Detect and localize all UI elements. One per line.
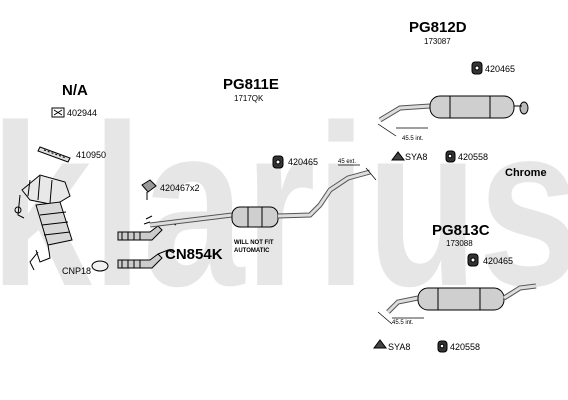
part-number: 420465 [483, 256, 514, 266]
part-number: 402944 [67, 108, 98, 118]
gasket-icon [51, 107, 65, 118]
rear-silencer-icon [386, 283, 537, 314]
gasket-strip-icon [37, 146, 71, 163]
bracket-icon [391, 151, 405, 161]
clamp-icon [467, 253, 479, 267]
fitment-note: AUTOMATIC [234, 248, 270, 254]
bracket-icon [373, 339, 387, 349]
manifold-catalyst-icon [14, 174, 73, 271]
finish-label: Chrome [505, 167, 547, 179]
gasket-ring-icon [91, 260, 109, 272]
part-code: 173088 [446, 239, 473, 248]
bolt-icon [141, 179, 157, 200]
clamp-icon [471, 61, 483, 75]
group-title: PG812D [409, 19, 467, 36]
pipe-dimension: 45.5 int. [392, 320, 414, 326]
part-number: 410950 [76, 150, 107, 160]
centre-silencer-icon [143, 169, 371, 228]
part-number: 420465 [288, 157, 319, 167]
part-number: SYA8 [388, 342, 411, 352]
part-number: CNP18 [62, 266, 92, 276]
hanger-icon [445, 150, 456, 163]
group-title: PG811E [223, 76, 279, 93]
part-number: 420558 [450, 342, 481, 352]
fitment-note: WILL NOT FIT [234, 240, 274, 246]
rear-silencer-icon [378, 95, 529, 123]
pipe-dimension: 45.5 int. [402, 136, 424, 142]
part-code: 1717QK [234, 94, 264, 103]
front-pipe-icon [117, 221, 177, 269]
part-number: 420558 [458, 152, 489, 162]
part-number: SYA8 [405, 152, 428, 162]
group-title: N/A [62, 82, 88, 99]
clamp-icon [272, 155, 284, 169]
part-number: 420467x2 [160, 183, 200, 193]
part-code: 173087 [424, 37, 451, 46]
group-title: PG813C [432, 222, 490, 239]
hanger-icon [437, 340, 448, 353]
group-title: CN854K [165, 246, 223, 263]
part-number: 420465 [485, 64, 516, 74]
pipe-dimension: 45 ext. [338, 159, 357, 165]
